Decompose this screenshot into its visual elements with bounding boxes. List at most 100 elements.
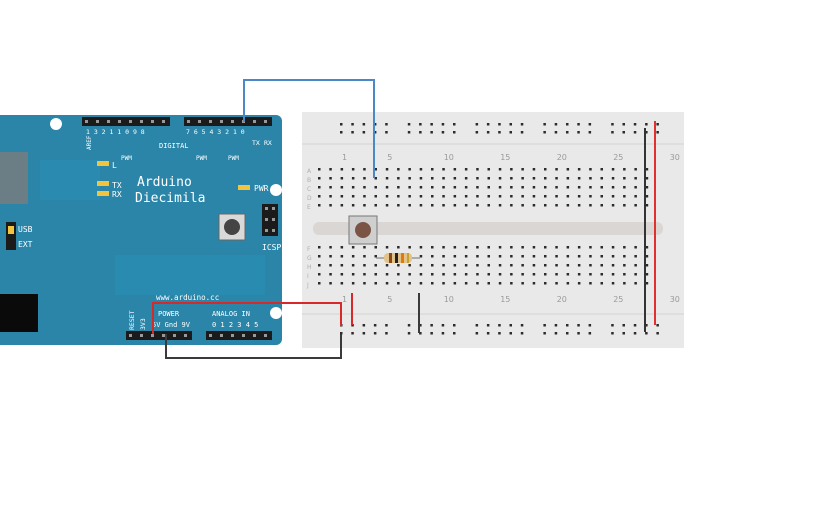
hole xyxy=(419,264,423,267)
hole xyxy=(566,186,570,189)
hole xyxy=(532,186,536,189)
hole xyxy=(622,131,625,134)
row-letter: I xyxy=(307,273,309,280)
power-label: POWER xyxy=(158,310,180,318)
hole xyxy=(544,273,547,276)
icsp-header xyxy=(262,204,278,236)
hole xyxy=(173,334,176,337)
hole xyxy=(487,264,490,267)
hole xyxy=(408,204,411,207)
hole xyxy=(430,123,433,126)
hole xyxy=(442,168,445,171)
hole xyxy=(566,282,570,285)
hole xyxy=(611,123,614,126)
hole xyxy=(453,131,456,134)
hole xyxy=(419,131,422,134)
hole xyxy=(318,282,321,285)
hole xyxy=(611,282,615,285)
url-label: www.arduino.cc xyxy=(156,293,219,302)
hole xyxy=(623,282,626,285)
hole xyxy=(441,131,445,134)
column-number: 20 xyxy=(557,295,567,304)
hole xyxy=(600,255,603,258)
hole xyxy=(453,255,457,258)
pushbutton-icon[interactable] xyxy=(348,215,378,245)
hole xyxy=(362,123,366,126)
hole xyxy=(633,123,637,126)
hole xyxy=(363,186,366,189)
hole xyxy=(656,324,659,327)
hole xyxy=(476,264,479,267)
hole xyxy=(351,177,355,180)
hole xyxy=(645,131,648,134)
hole xyxy=(611,273,615,276)
hole xyxy=(634,282,637,285)
hole xyxy=(486,324,490,327)
hole xyxy=(373,123,377,126)
hole xyxy=(453,246,457,249)
hole xyxy=(577,255,581,258)
hole xyxy=(329,255,332,258)
hole xyxy=(431,168,434,171)
hole xyxy=(623,273,626,276)
hole xyxy=(498,186,502,189)
wire-blue-digital-2[interactable] xyxy=(243,79,375,178)
hole xyxy=(453,177,457,180)
hole xyxy=(588,324,592,327)
hole xyxy=(577,131,580,134)
hole xyxy=(498,177,502,180)
hole xyxy=(589,255,592,258)
hole xyxy=(407,324,411,327)
hole xyxy=(464,255,468,258)
hole xyxy=(385,332,388,335)
hole xyxy=(85,120,88,123)
hole xyxy=(600,168,603,171)
hole xyxy=(453,186,457,189)
hole xyxy=(554,324,558,327)
pwm-label: PWM xyxy=(121,155,132,162)
resistor-icon[interactable] xyxy=(376,253,420,263)
hole xyxy=(374,264,377,267)
hole xyxy=(419,324,422,327)
hole xyxy=(566,255,570,258)
hole xyxy=(464,204,468,207)
hole xyxy=(475,324,479,327)
hole xyxy=(544,204,547,207)
hole xyxy=(622,332,625,335)
hole xyxy=(521,168,524,171)
hole xyxy=(363,246,366,249)
hole xyxy=(329,177,332,180)
hole xyxy=(464,282,468,285)
hole xyxy=(340,195,344,198)
hole xyxy=(408,264,411,267)
hole xyxy=(611,324,614,327)
hole xyxy=(600,273,603,276)
hole xyxy=(118,120,121,123)
ext-label: EXT xyxy=(18,240,33,249)
hole xyxy=(318,195,321,198)
row-letter: H xyxy=(307,264,312,271)
column-number: 15 xyxy=(500,295,510,304)
pwm-label: PWM xyxy=(228,155,239,162)
hole xyxy=(419,168,423,171)
hole xyxy=(521,186,524,189)
hole xyxy=(589,177,592,180)
column-number: 1 xyxy=(342,153,347,162)
hole xyxy=(566,177,570,180)
hole xyxy=(351,204,355,207)
hole xyxy=(487,273,490,276)
wire-red-5v[interactable] xyxy=(152,302,342,334)
hole xyxy=(264,334,267,337)
led-rx xyxy=(97,191,109,196)
hole xyxy=(340,273,344,276)
hole xyxy=(385,123,388,126)
hole xyxy=(351,168,355,171)
hole xyxy=(431,177,434,180)
hole xyxy=(442,255,445,258)
wire-black-gnd[interactable] xyxy=(165,334,342,359)
hole xyxy=(475,131,479,134)
hole xyxy=(645,246,649,249)
hole xyxy=(623,186,626,189)
led-rx-label: RX xyxy=(112,190,122,199)
